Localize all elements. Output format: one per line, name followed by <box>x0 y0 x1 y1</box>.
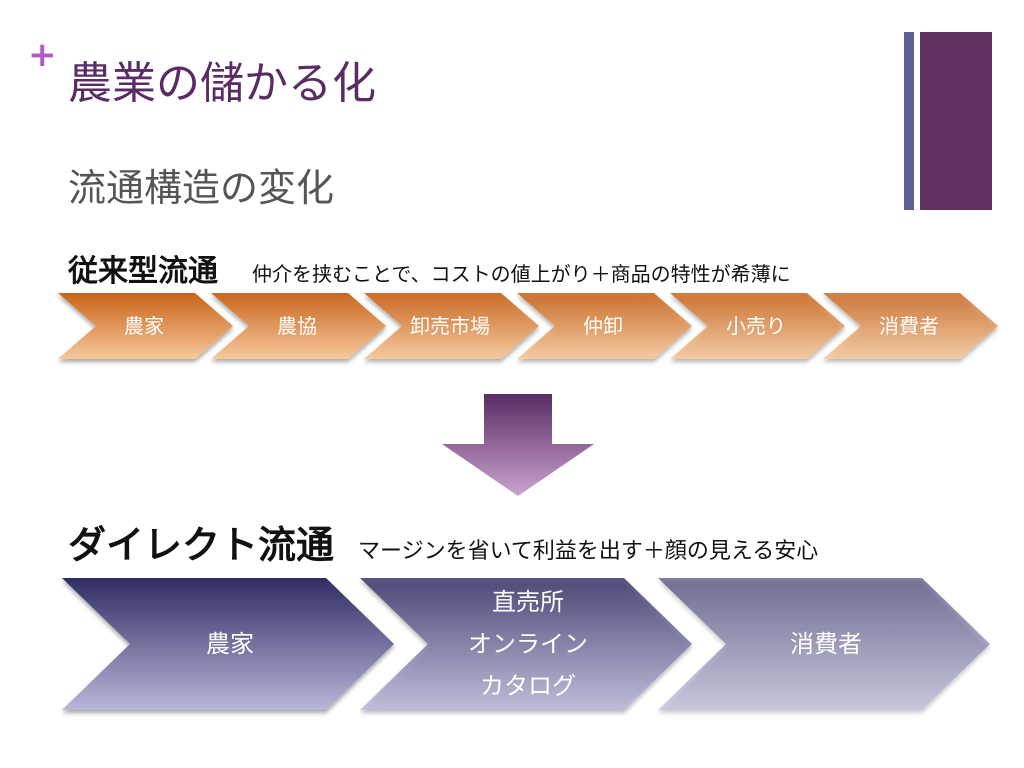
chevron-step-1 <box>58 293 233 359</box>
direct-heading: ダイレクト流通 <box>68 523 335 567</box>
traditional-step-label: 仲卸 <box>583 314 623 338</box>
chevron-step-2 <box>211 293 386 359</box>
purple-chevron-group <box>62 578 990 710</box>
chevron-step-3 <box>364 293 539 359</box>
direct-step-line: カタログ <box>480 672 576 700</box>
traditional-step-label: 卸売市場 <box>410 314 490 338</box>
direct-chevron-3 <box>658 578 990 710</box>
slide-title: 農業の儲かる化 <box>68 58 376 109</box>
decor-bar-thick <box>920 32 992 210</box>
traditional-step-label: 農協 <box>277 314 317 338</box>
plus-icon: + <box>28 35 57 75</box>
traditional-step-label: 農家 <box>124 314 164 338</box>
down-arrow-icon <box>442 394 594 496</box>
direct-step-line: 消費者 <box>790 630 862 658</box>
direct-step-line: 直売所 <box>492 588 564 616</box>
direct-step-label: 直売所 オンライン カタログ <box>428 578 628 710</box>
direct-chevron-2 <box>360 578 692 710</box>
traditional-step-label: 小売り <box>726 314 786 338</box>
chevron-step-5 <box>670 293 845 359</box>
slide-subtitle: 流通構造の変化 <box>68 166 335 210</box>
traditional-heading-row: 従来型流通 仲介を挟むことで、コストの値上がり＋商品の特性が希薄に <box>68 246 791 290</box>
direct-description: マージンを省いて利益を出す＋顔の見える安心 <box>358 539 819 564</box>
chevron-step-4 <box>517 293 692 359</box>
traditional-description: 仲介を挟むことで、コストの値上がり＋商品の特性が希薄に <box>252 262 791 286</box>
direct-step-label: 農家 <box>130 578 330 710</box>
direct-step-line: オンライン <box>468 630 588 658</box>
chevron-step-6 <box>823 293 998 359</box>
direct-step-line: 農家 <box>206 630 254 658</box>
direct-chevron-1 <box>62 578 394 710</box>
decor-bar-thin <box>904 32 914 210</box>
traditional-step-label: 消費者 <box>879 314 939 338</box>
direct-step-label: 消費者 <box>726 578 926 710</box>
traditional-heading: 従来型流通 <box>68 254 218 289</box>
orange-chevron-group <box>58 293 998 359</box>
direct-heading-row: ダイレクト流通マージンを省いて利益を出す＋顔の見える安心 <box>68 514 818 569</box>
